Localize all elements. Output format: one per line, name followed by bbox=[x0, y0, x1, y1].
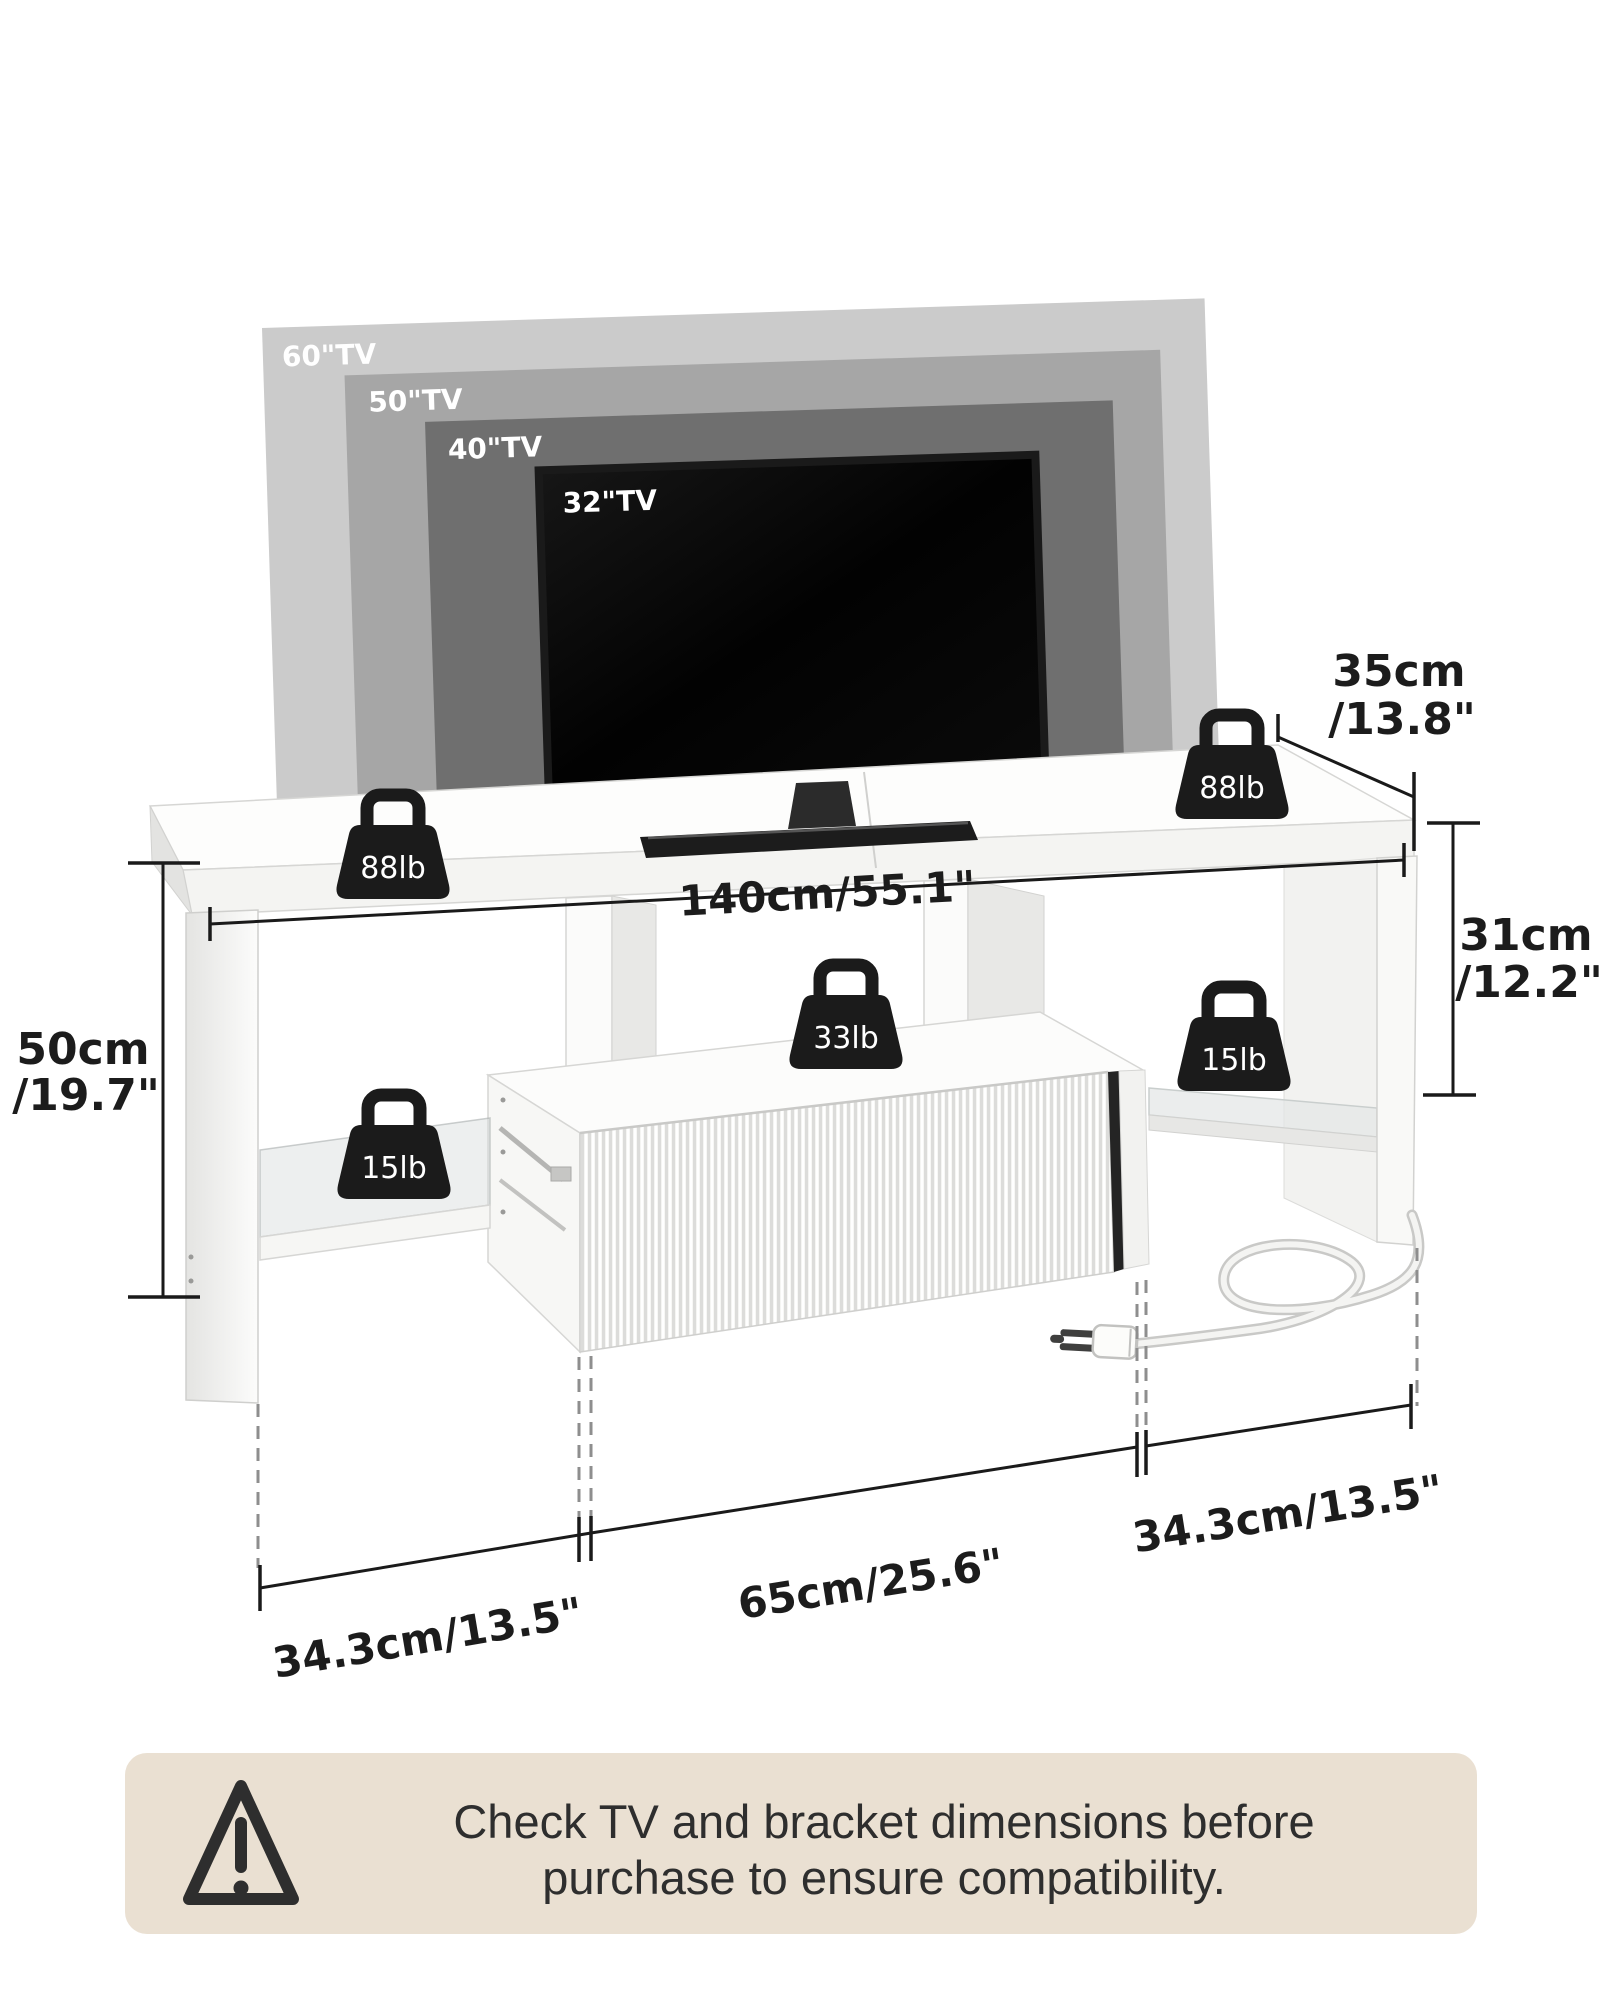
weight-label: 33lb bbox=[813, 1021, 879, 1056]
tv-base-highlight bbox=[647, 821, 969, 840]
warning-triangle-icon bbox=[183, 1780, 299, 1905]
leg-pin-hole bbox=[188, 1278, 194, 1284]
tv-32: 32"TV bbox=[534, 450, 1050, 799]
leg-pin-hole bbox=[188, 1254, 194, 1260]
warning-background bbox=[125, 1753, 1477, 1934]
warning-banner: Check TV and bracket dimensions before p… bbox=[125, 1753, 1477, 1934]
dimension-bottom-center-line bbox=[590, 1445, 1138, 1535]
weight-label: 88lb bbox=[360, 851, 426, 886]
dimension-depth-text-2: /13.8" bbox=[1328, 694, 1476, 745]
cabinet-right-side bbox=[1118, 1069, 1150, 1270]
tv-32-label: 32"TV bbox=[562, 484, 658, 520]
tv-50-label: 50"TV bbox=[368, 383, 464, 419]
drawer-slide-rail bbox=[498, 1178, 567, 1232]
divider-right-side bbox=[967, 878, 1045, 1027]
slide-bracket bbox=[550, 1166, 572, 1182]
right-leg-inner-face bbox=[1283, 857, 1378, 1243]
dimension-bottom-right-line bbox=[1145, 1403, 1412, 1448]
tv-40-label: 40"TV bbox=[447, 430, 543, 466]
dimension-opening-text-2: /12.2" bbox=[1455, 957, 1600, 1008]
weight-label: 15lb bbox=[1201, 1043, 1267, 1078]
dimension-depth-line bbox=[1277, 735, 1415, 799]
cabinet-top-shadow bbox=[579, 1070, 1109, 1135]
dimension-bottom-left-line bbox=[259, 1531, 592, 1590]
top-seam bbox=[863, 771, 877, 869]
dimension-height-text-2: /19.7" bbox=[12, 1070, 160, 1121]
dimension-bottom-left-text: 34.3cm/13.5" bbox=[269, 1588, 586, 1688]
tv-60-label: 60"TV bbox=[281, 337, 377, 373]
warning-text-line1: Check TV and bracket dimensions before bbox=[453, 1795, 1314, 1848]
weight-label: 15lb bbox=[361, 1151, 427, 1186]
shelf-pin-hole bbox=[500, 1149, 506, 1155]
tv-stand-base bbox=[640, 821, 978, 858]
left-shelf-board bbox=[259, 1204, 491, 1261]
power-cord bbox=[1050, 1209, 1425, 1360]
right-leg bbox=[1376, 855, 1418, 1246]
weight-capacity-badges: 88lb 88lb 33lb 15lb 15lb bbox=[336, 715, 1290, 1199]
dimension-width-line bbox=[209, 858, 1405, 926]
weight-label: 88lb bbox=[1199, 771, 1265, 806]
left-leg bbox=[185, 909, 259, 1404]
dimension-bottom-right-text: 34.3cm/13.5" bbox=[1129, 1465, 1446, 1562]
warning-text-line2: purchase to ensure compatibility. bbox=[542, 1851, 1226, 1904]
dimension-depth-text-1: 35cm bbox=[1332, 646, 1465, 697]
dimension-opening-text-1: 31cm bbox=[1459, 910, 1592, 961]
dimension-height-text-1: 50cm bbox=[16, 1024, 149, 1075]
dimension-bottom-center-text: 65cm/25.6" bbox=[735, 1539, 1007, 1629]
shelf-pin-hole bbox=[500, 1209, 506, 1215]
tv-screen bbox=[542, 458, 1042, 785]
tv-size-overlays: 60"TV 50"TV 40"TV 32"TV bbox=[262, 298, 1220, 806]
tv-stand-neck bbox=[788, 781, 856, 829]
shelf-pin-hole bbox=[500, 1097, 506, 1103]
power-plug-icon bbox=[1050, 1323, 1139, 1360]
